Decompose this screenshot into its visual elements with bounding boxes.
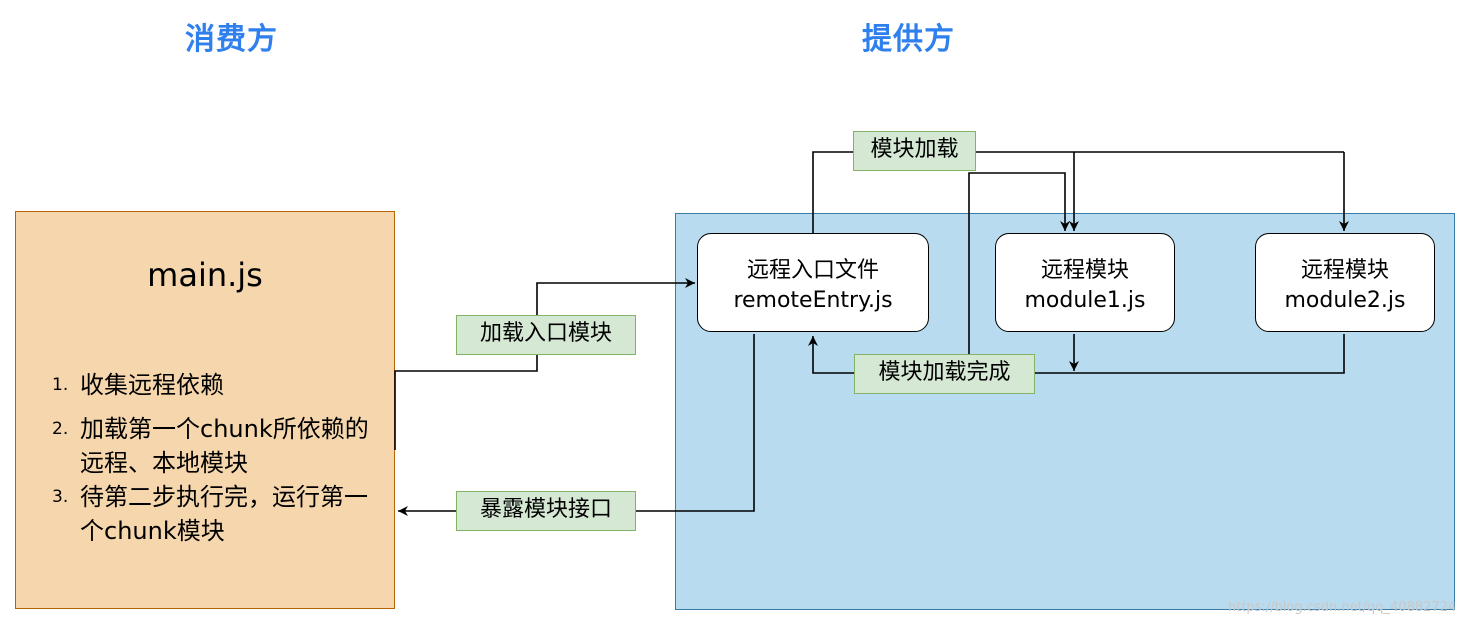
consumer-heading: 消费方 — [185, 22, 278, 57]
module2-title: 远程模块 — [1300, 258, 1389, 283]
label-expose-module-interface: 暴露模块接口 — [456, 491, 636, 531]
step-1: 1. 收集远程依赖 — [52, 368, 372, 402]
step-1-text: 收集远程依赖 — [80, 371, 224, 399]
module2-filename: module2.js — [1284, 288, 1406, 313]
step-2: 2. 加载第一个chunk所依赖的远程、本地模块 — [52, 412, 372, 480]
remote-entry-filename: remoteEntry.js — [733, 288, 893, 313]
module2-node: 远程模块 module2.js — [1255, 233, 1435, 332]
module1-filename: module1.js — [1024, 288, 1146, 313]
step-3: 3. 待第二步执行完，运行第一个chunk模块 — [52, 480, 372, 548]
remote-entry-node: 远程入口文件 remoteEntry.js — [697, 233, 929, 332]
main-js-title: main.js — [147, 256, 263, 294]
arrow-expose — [398, 334, 755, 516]
remote-entry-title: 远程入口文件 — [746, 258, 879, 283]
step-2-text: 加载第一个chunk所依赖的远程、本地模块 — [80, 415, 369, 477]
arrow-load-done — [808, 334, 1345, 374]
arrow-to-module1-b — [968, 172, 1070, 371]
label-module-load-done: 模块加载完成 — [854, 354, 1035, 394]
step-3-number: 3. — [52, 487, 69, 507]
module1-node: 远程模块 module1.js — [995, 233, 1175, 332]
line-module-load — [812, 151, 1344, 233]
label-module-load: 模块加载 — [853, 131, 976, 171]
step-1-number: 1. — [52, 375, 69, 395]
module1-title: 远程模块 — [1040, 258, 1129, 283]
step-3-text: 待第二步执行完，运行第一个chunk模块 — [80, 483, 368, 545]
provider-heading: 提供方 — [862, 22, 955, 57]
watermark-text: https://blog.csdn.net/qq_40882724 — [1228, 600, 1457, 615]
step-2-number: 2. — [52, 419, 69, 439]
label-load-entry-module: 加载入口模块 — [456, 315, 636, 355]
arrow-load-entry — [394, 278, 695, 450]
main-js-box: main.js 1. 收集远程依赖 2. 加载第一个chunk所依赖的远程、本地… — [15, 211, 395, 609]
